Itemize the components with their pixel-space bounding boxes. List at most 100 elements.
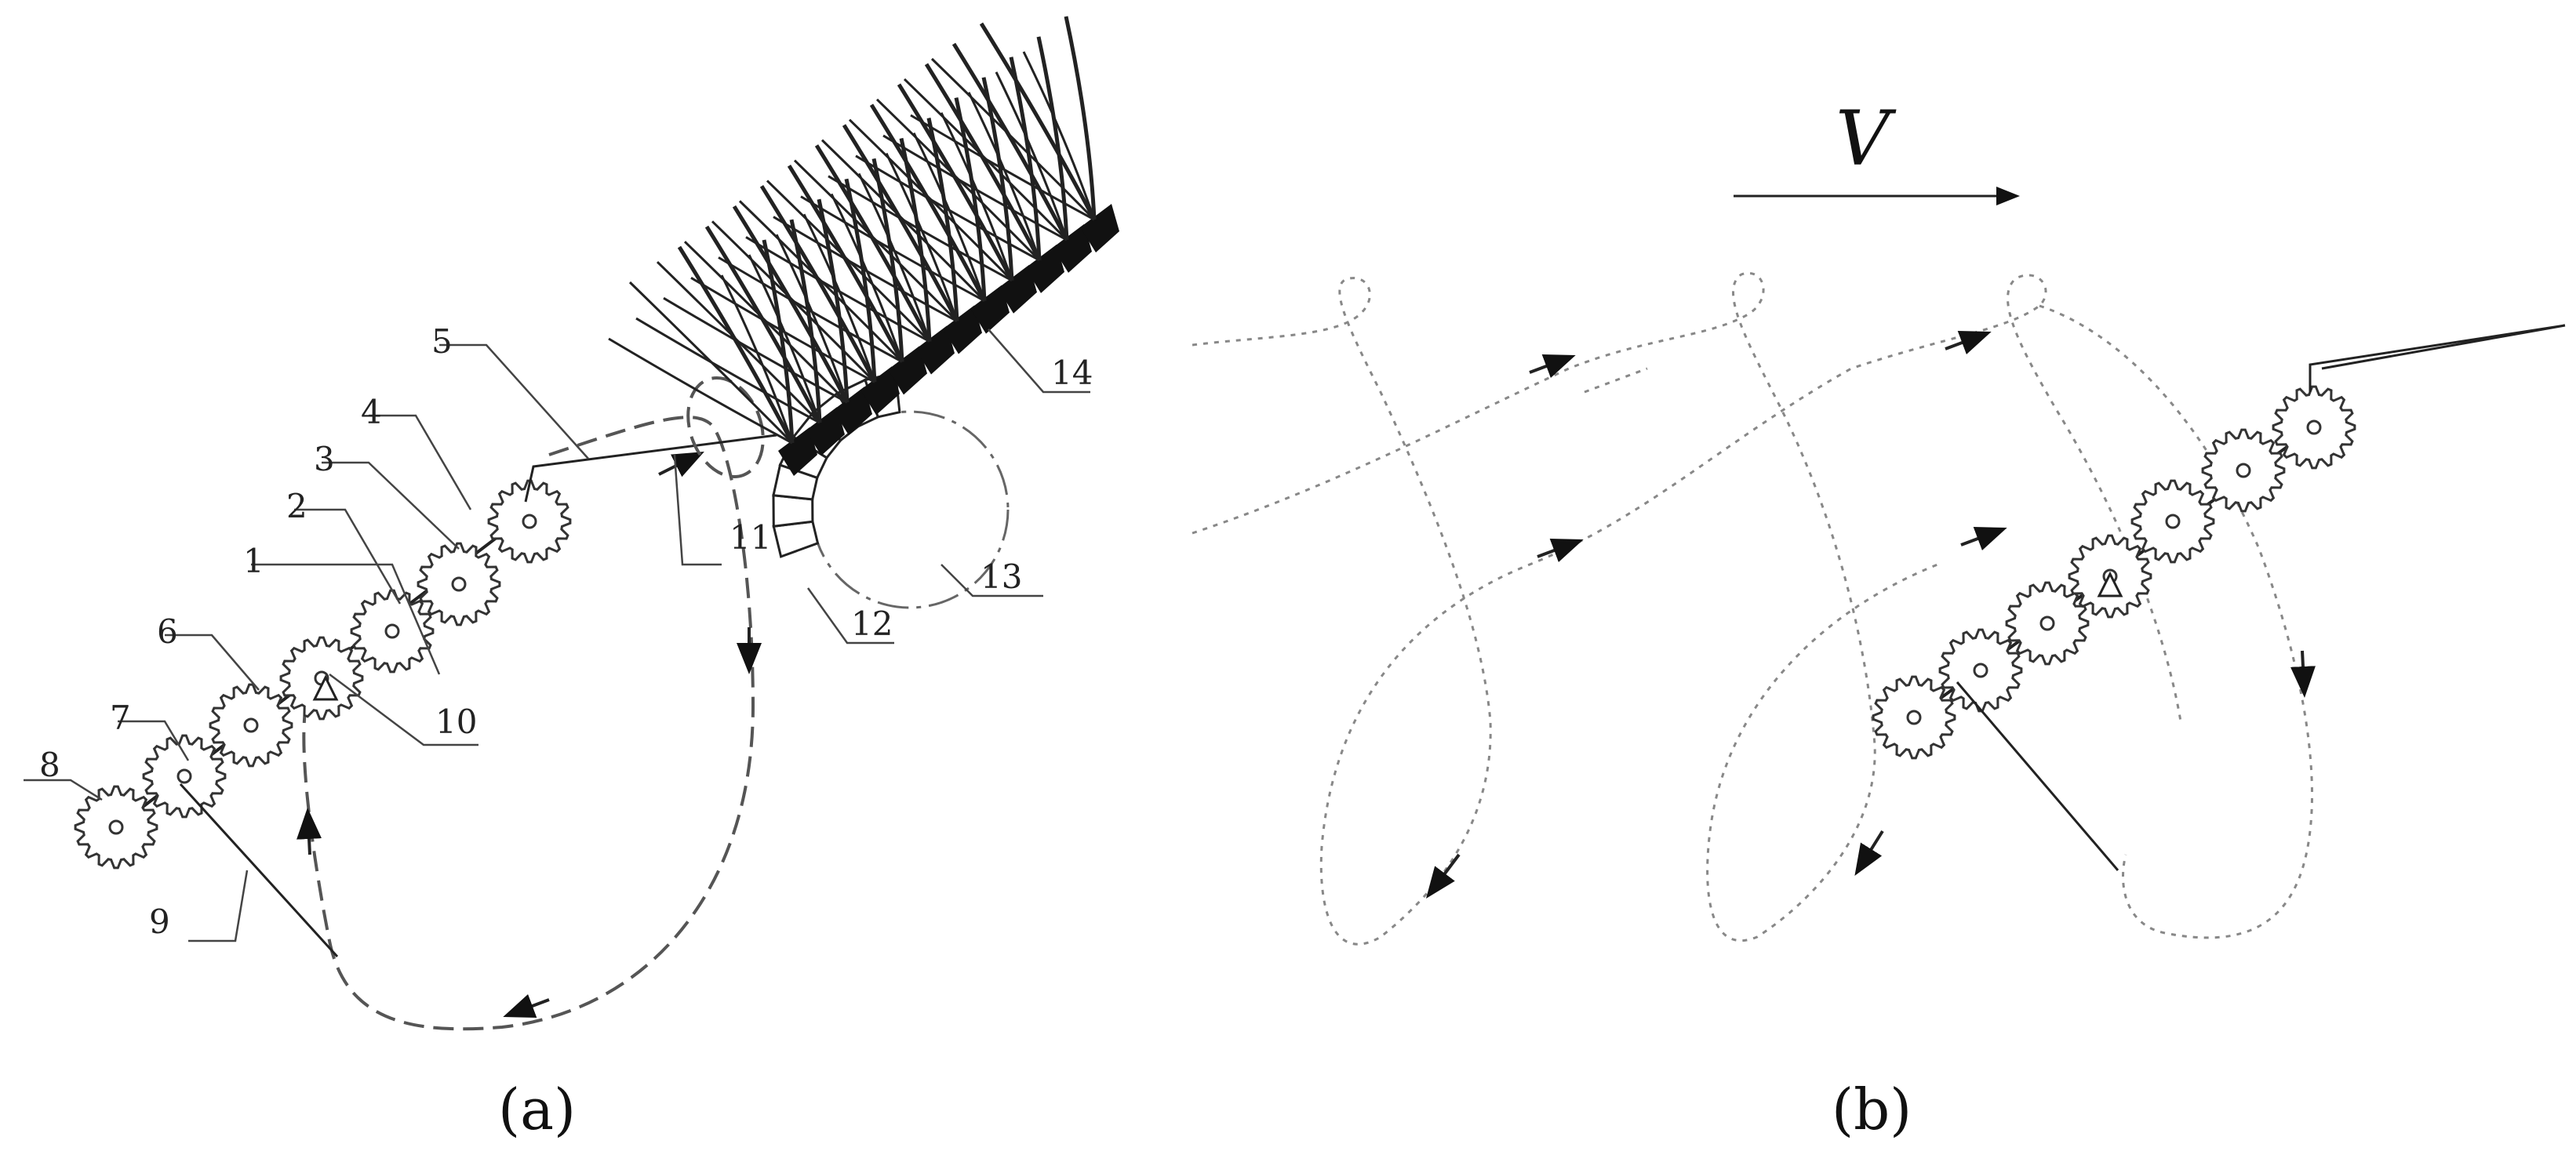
plant-leaf <box>738 200 904 363</box>
conveyor-block <box>998 264 1037 314</box>
pivot-support <box>2097 571 2123 597</box>
label-13: 13 <box>981 557 1022 596</box>
gear-hub <box>1973 663 1988 678</box>
gear-hub <box>384 623 400 639</box>
finger-trajectory <box>302 416 755 1031</box>
gear-hub <box>2236 463 2251 478</box>
conveyor-block <box>833 387 872 436</box>
gear-hub <box>522 514 537 529</box>
plant-leaf <box>718 256 903 363</box>
plant-leaf <box>663 296 848 404</box>
plant-leaf <box>711 220 876 383</box>
trajectory-curves <box>1192 271 2313 946</box>
plant-leaf <box>677 245 795 445</box>
label-8: 8 <box>39 746 60 784</box>
conveyor-block <box>1080 204 1119 252</box>
traj-arrow-b5 <box>1426 853 1461 899</box>
conveyor-segment <box>772 520 820 558</box>
label-2: 2 <box>286 487 307 525</box>
plant-leaf <box>690 276 875 383</box>
gear-hub <box>1906 710 1922 725</box>
caption-b: (b) <box>1832 1077 1912 1142</box>
plant-leaf <box>656 261 821 424</box>
plant-leaf <box>732 205 850 404</box>
plant-leaf <box>608 337 793 445</box>
traj-arrow-b1 <box>1529 354 1576 379</box>
gear-hub <box>176 768 192 784</box>
plant-leaf <box>773 216 958 322</box>
gear-hub <box>2306 419 2322 435</box>
conveyor-block <box>1053 223 1092 273</box>
traj-arrow-b2 <box>1945 331 1992 355</box>
plant-leaf <box>855 154 1040 262</box>
conveyor-block <box>778 427 817 476</box>
plant-leaf <box>787 165 904 363</box>
traj-arrow-b4 <box>1960 527 2007 551</box>
conveyor-block <box>1025 244 1064 293</box>
conveyor-block <box>970 285 1010 334</box>
plant-leaf <box>897 83 1014 281</box>
label-3: 3 <box>314 440 335 478</box>
plant-leaf <box>766 180 931 343</box>
plant-leaf <box>683 241 849 404</box>
velocity-label: V <box>1836 95 1897 183</box>
plant-leaf <box>875 98 1041 261</box>
plant-leaf <box>814 144 932 343</box>
label-12: 12 <box>851 605 893 643</box>
plant-leaf <box>635 317 820 424</box>
picker-finger-b-upper <box>2309 324 2566 392</box>
traj-arrow-b6 <box>1854 830 1884 876</box>
gear-train-b <box>1872 385 2356 760</box>
label-4: 4 <box>361 393 382 431</box>
label-9: 9 <box>149 902 170 941</box>
label-7: 7 <box>110 699 131 737</box>
picker-finger-b-lower <box>1956 681 2119 871</box>
roller-13 <box>810 410 1010 609</box>
plant-leaf <box>704 225 822 424</box>
plant-leaf <box>1036 36 1069 241</box>
caption-a: (a) <box>498 1077 576 1142</box>
panel-b: V (b) <box>1192 95 2566 1142</box>
conveyor-block <box>860 366 900 416</box>
plant-leaf <box>951 42 1069 241</box>
traj-arrow-b3 <box>1537 539 1584 563</box>
plant-leaf <box>1064 16 1097 220</box>
gear-hub <box>451 576 467 592</box>
plant-leaf <box>979 22 1097 221</box>
gear-hub <box>2039 615 2055 631</box>
plant-leaf <box>848 118 1013 281</box>
picker-finger-5 <box>524 434 777 503</box>
plant-leaf <box>930 57 1096 221</box>
plant-leaf <box>828 175 1013 282</box>
label-5: 5 <box>431 322 453 361</box>
finger-loop-11 <box>686 376 765 478</box>
trajectory-arrow-3 <box>503 993 550 1018</box>
plant-leaf <box>745 236 930 343</box>
plant-leaf <box>882 134 1068 241</box>
gear-hub <box>2165 514 2181 529</box>
plant-leaf <box>800 195 985 302</box>
label-10: 10 <box>435 703 477 741</box>
plant-leaf <box>842 124 959 322</box>
conveyor-block <box>915 325 955 375</box>
label-6: 6 <box>157 612 178 651</box>
plant-leaf <box>628 281 794 445</box>
plant-leaf <box>869 103 987 302</box>
label-14: 14 <box>1051 354 1093 392</box>
traj-arrow-b7 <box>2290 650 2316 698</box>
plant-leaf <box>910 114 1095 221</box>
pivot-support <box>312 674 339 701</box>
trajectory-arrow-4 <box>297 808 322 855</box>
conveyor-block <box>943 305 982 354</box>
plant-leaf <box>793 159 959 322</box>
plant-leaf <box>903 78 1068 241</box>
plant-leaf <box>820 139 986 302</box>
plants-14 <box>608 16 1119 476</box>
conveyor-block <box>806 407 845 456</box>
label-1: 1 <box>243 542 264 580</box>
conveyor-block <box>888 346 927 395</box>
gear-hub <box>108 819 124 835</box>
plant-leaf <box>759 184 877 383</box>
label-leaders <box>24 329 1090 942</box>
